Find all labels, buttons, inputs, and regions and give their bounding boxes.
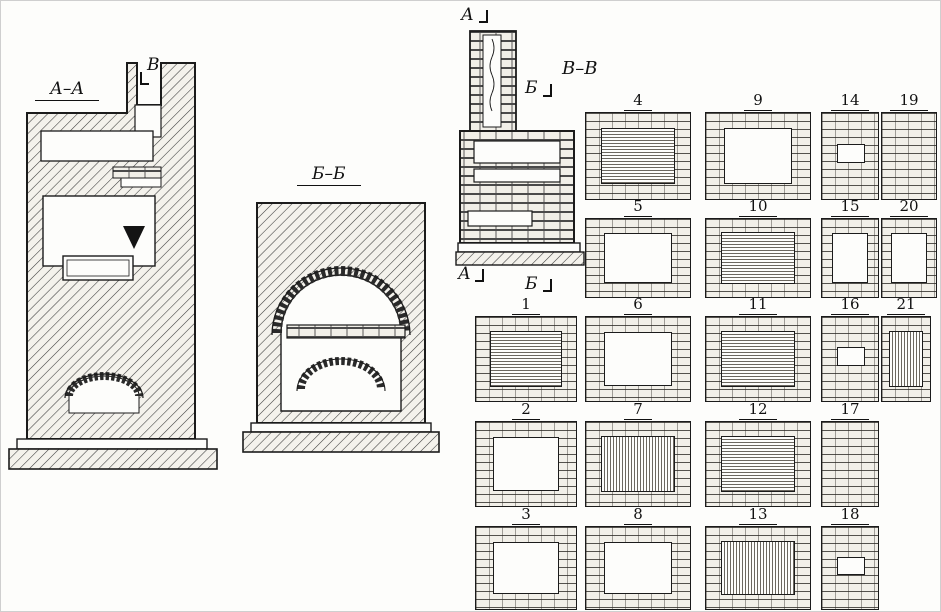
course-plan-3: 3 — [475, 505, 577, 610]
vv-mark-bottom-right-tick — [543, 279, 552, 292]
section-bb-drawing — [242, 202, 440, 453]
vv-mark-upper-tick — [543, 84, 552, 97]
course-plan-number: 4 — [585, 91, 691, 111]
course-plan-6: 6 — [585, 295, 691, 402]
brick-course-drawing-21 — [881, 316, 931, 402]
brick-course-drawing-17 — [821, 421, 879, 507]
course-plan-1: 1 — [475, 295, 577, 402]
course-plan-number: 19 — [881, 91, 937, 111]
vv-mark-bottom-right-label: Б — [525, 274, 538, 294]
vv-mark-bottom-left-label: А — [458, 264, 471, 284]
section-bb-label: Б–Б — [297, 164, 361, 186]
course-plan-12: 12 — [705, 400, 811, 507]
course-plan-number: 12 — [705, 400, 811, 420]
brick-course-drawing-13 — [705, 526, 811, 610]
course-plan-number: 10 — [705, 197, 811, 217]
brick-course-drawing-10 — [705, 218, 811, 298]
brick-course-drawing-16 — [821, 316, 879, 402]
course-plan-11: 11 — [705, 295, 811, 402]
course-plan-number: 14 — [821, 91, 879, 111]
course-plan-number: 1 — [475, 295, 577, 315]
brick-course-drawing-12 — [705, 421, 811, 507]
course-plan-number: 9 — [705, 91, 811, 111]
course-plan-15: 15 — [821, 197, 879, 298]
course-plan-18: 18 — [821, 505, 879, 610]
course-plan-16: 16 — [821, 295, 879, 402]
course-plan-7: 7 — [585, 400, 691, 507]
course-plan-number: 17 — [821, 400, 879, 420]
brick-course-drawing-9 — [705, 112, 811, 200]
vv-mark-upper-label: Б — [525, 78, 538, 98]
vv-mark-bottom-left-tick — [475, 269, 484, 282]
course-plan-number: 11 — [705, 295, 811, 315]
course-plan-number: 5 — [585, 197, 691, 217]
brick-course-drawing-6 — [585, 316, 691, 402]
brick-course-drawing-20 — [881, 218, 937, 298]
brick-course-drawing-3 — [475, 526, 577, 610]
brick-course-drawing-14 — [821, 112, 879, 200]
course-plan-number: 21 — [881, 295, 931, 315]
section-aa-drawing — [8, 62, 218, 470]
brick-course-drawing-18 — [821, 526, 879, 610]
course-plan-2: 2 — [475, 400, 577, 507]
course-plan-number: 20 — [881, 197, 937, 217]
course-plan-20: 20 — [881, 197, 937, 298]
brick-course-drawing-15 — [821, 218, 879, 298]
course-plan-number: 8 — [585, 505, 691, 525]
section-vv-drawing — [455, 30, 585, 266]
cut-mark-v-tick — [140, 72, 149, 85]
brick-course-drawing-11 — [705, 316, 811, 402]
course-plan-8: 8 — [585, 505, 691, 610]
brick-course-drawing-7 — [585, 421, 691, 507]
brick-course-drawing-19 — [881, 112, 937, 200]
brick-course-drawing-4 — [585, 112, 691, 200]
course-plan-number: 6 — [585, 295, 691, 315]
course-plan-number: 18 — [821, 505, 879, 525]
course-plan-4: 4 — [585, 91, 691, 200]
cut-mark-v-label: В — [147, 55, 160, 75]
brick-course-drawing-2 — [475, 421, 577, 507]
course-plan-number: 3 — [475, 505, 577, 525]
course-plan-17: 17 — [821, 400, 879, 507]
section-aa-label: А–А — [35, 79, 100, 101]
course-plan-number: 15 — [821, 197, 879, 217]
brick-course-drawing-8 — [585, 526, 691, 610]
course-plan-19: 19 — [881, 91, 937, 200]
course-plan-9: 9 — [705, 91, 811, 200]
course-plan-21: 21 — [881, 295, 931, 402]
course-plan-number: 13 — [705, 505, 811, 525]
vv-mark-top-tick — [479, 10, 488, 23]
course-plan-13: 13 — [705, 505, 811, 610]
section-vv-label: В–В — [562, 58, 598, 79]
course-plan-number: 16 — [821, 295, 879, 315]
course-plan-number: 7 — [585, 400, 691, 420]
brick-course-drawing-5 — [585, 218, 691, 298]
course-plan-number: 2 — [475, 400, 577, 420]
course-plan-14: 14 — [821, 91, 879, 200]
course-plan-10: 10 — [705, 197, 811, 298]
vv-mark-top-label: А — [461, 5, 474, 25]
course-plan-5: 5 — [585, 197, 691, 298]
brick-course-drawing-1 — [475, 316, 577, 402]
